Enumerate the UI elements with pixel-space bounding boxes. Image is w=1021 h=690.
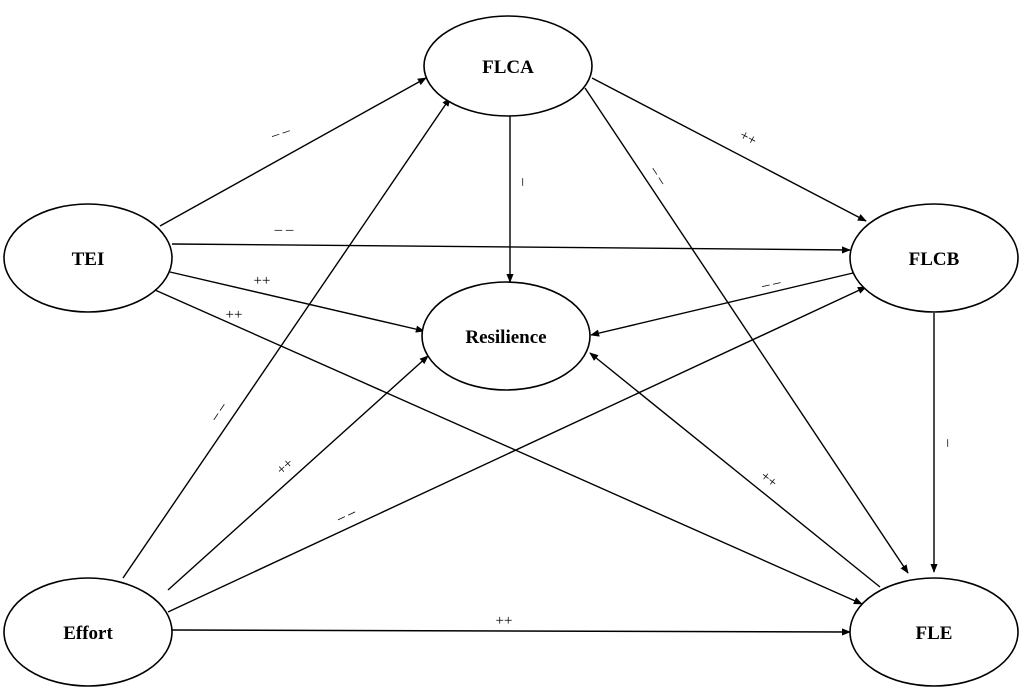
edge-label-tei-fle: ++ xyxy=(226,307,243,323)
edge-flcb-resilience xyxy=(590,272,854,337)
edge-tei-flca xyxy=(159,77,427,227)
node-flca: FLCA xyxy=(423,15,593,117)
edge-label-effort-flca: – – xyxy=(206,399,231,425)
edge-effort-resilience xyxy=(167,355,429,591)
edge-label-flcb-fle: – xyxy=(940,438,956,447)
node-effort: Effort xyxy=(3,577,173,687)
edge-label-flca-flcb: ++ xyxy=(737,127,759,149)
node-label-flcb: FLCB xyxy=(909,249,960,270)
node-tei: TEI xyxy=(3,203,173,313)
node-fle: FLE xyxy=(849,577,1019,687)
node-label-flca: FLCA xyxy=(482,57,534,78)
edge-effort-flca xyxy=(122,97,451,579)
node-label-fle: FLE xyxy=(916,623,953,644)
edge-flca-fle xyxy=(584,87,909,574)
edge-tei-flcb xyxy=(171,243,851,254)
edge-label-flcb-resilience: – – xyxy=(759,274,782,294)
edge-label-tei-flca: – – xyxy=(268,123,292,144)
edge-label-tei-flcb: – – xyxy=(274,222,294,238)
node-flcb: FLCB xyxy=(849,203,1019,313)
edge-label-flca-resilience: – xyxy=(515,177,531,186)
edge-flca-flcb xyxy=(591,77,867,222)
edge-label-effort-fle: ++ xyxy=(496,613,513,629)
edge-tei-resilience xyxy=(169,271,425,333)
node-label-resilience: Resilience xyxy=(465,327,546,348)
edge-label-effort-resilience: ++ xyxy=(274,455,297,478)
edge-fle-resilience xyxy=(589,352,881,588)
edge-effort-fle xyxy=(171,628,851,636)
edge-label-fle-resilience: ++ xyxy=(757,468,780,491)
node-label-tei: TEI xyxy=(72,249,105,270)
edge-label-effort-flcb: – – xyxy=(334,504,359,527)
node-resilience: Resilience xyxy=(421,281,591,391)
edge-effort-flcb xyxy=(167,286,867,613)
edge-label-tei-resilience: ++ xyxy=(254,273,271,289)
node-label-effort: Effort xyxy=(63,623,113,644)
edge-tei-fle xyxy=(154,289,863,605)
